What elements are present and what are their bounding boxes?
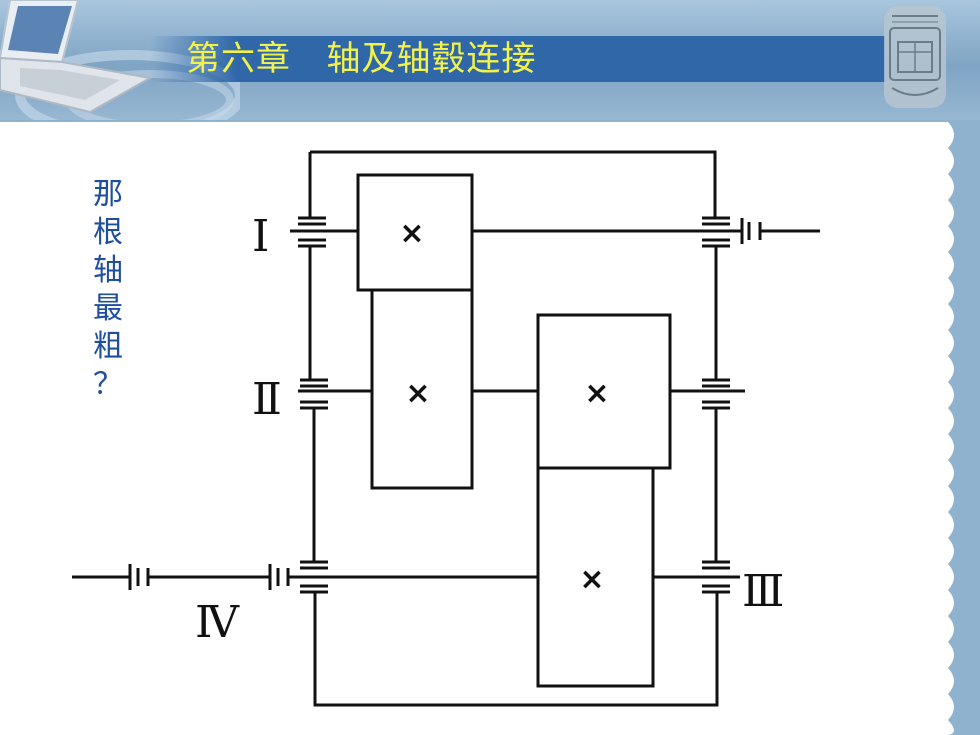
slide-title: 第六章 轴及轴毂连接 [186,39,537,79]
housing-bottom-frame [313,592,719,707]
shaft-label-3: Ⅲ [742,566,784,617]
gear-2 [356,173,474,292]
shaft-label-4: Ⅳ [195,597,240,648]
gear-3 [536,313,672,470]
shaft-label-1: Ⅰ [252,211,269,262]
shaft-label-2: Ⅱ [252,374,282,425]
housing-top-frame [310,150,717,175]
gear-mark-1: × [399,216,424,251]
title-band [150,36,885,82]
gear-mark-3: × [584,376,609,411]
gear-mark-4: × [579,562,604,597]
slide-content-area [0,122,948,735]
scalloped-edge [930,122,954,735]
question-text: 那 根 轴 最 粗 ？ [93,177,123,402]
slide-header: 第六章 轴及轴毂连接 [0,0,980,120]
university-seal-icon [884,6,946,108]
gear-4 [536,466,655,688]
gear-1 [370,288,474,490]
gear-mark-2: × [405,376,430,411]
